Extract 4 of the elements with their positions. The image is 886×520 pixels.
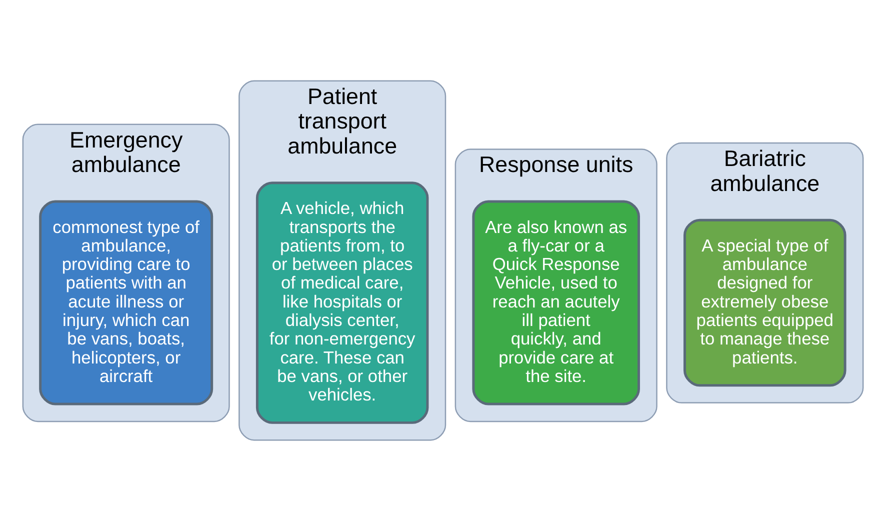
node-box: A vehicle, which transports the patients from, to or between places of medical care, like hospitals or dialysis center, for non-emergency care. These can be vans, or other vehicles. — [256, 181, 429, 424]
node-box: Are also known as a fly-car or a Quick Response Vehicle, used to reach an acutely ill patient quickly, and provide care at the site. — [472, 200, 640, 405]
node-box: commonest type of ambulance, providing care to patients with an acute illness or injury, which can be vans, boats, helicopters, or aircraft — [39, 200, 214, 405]
node-box: A special type of ambulance designed for extremely obese patients equipped to manage these patients. — [683, 218, 846, 386]
